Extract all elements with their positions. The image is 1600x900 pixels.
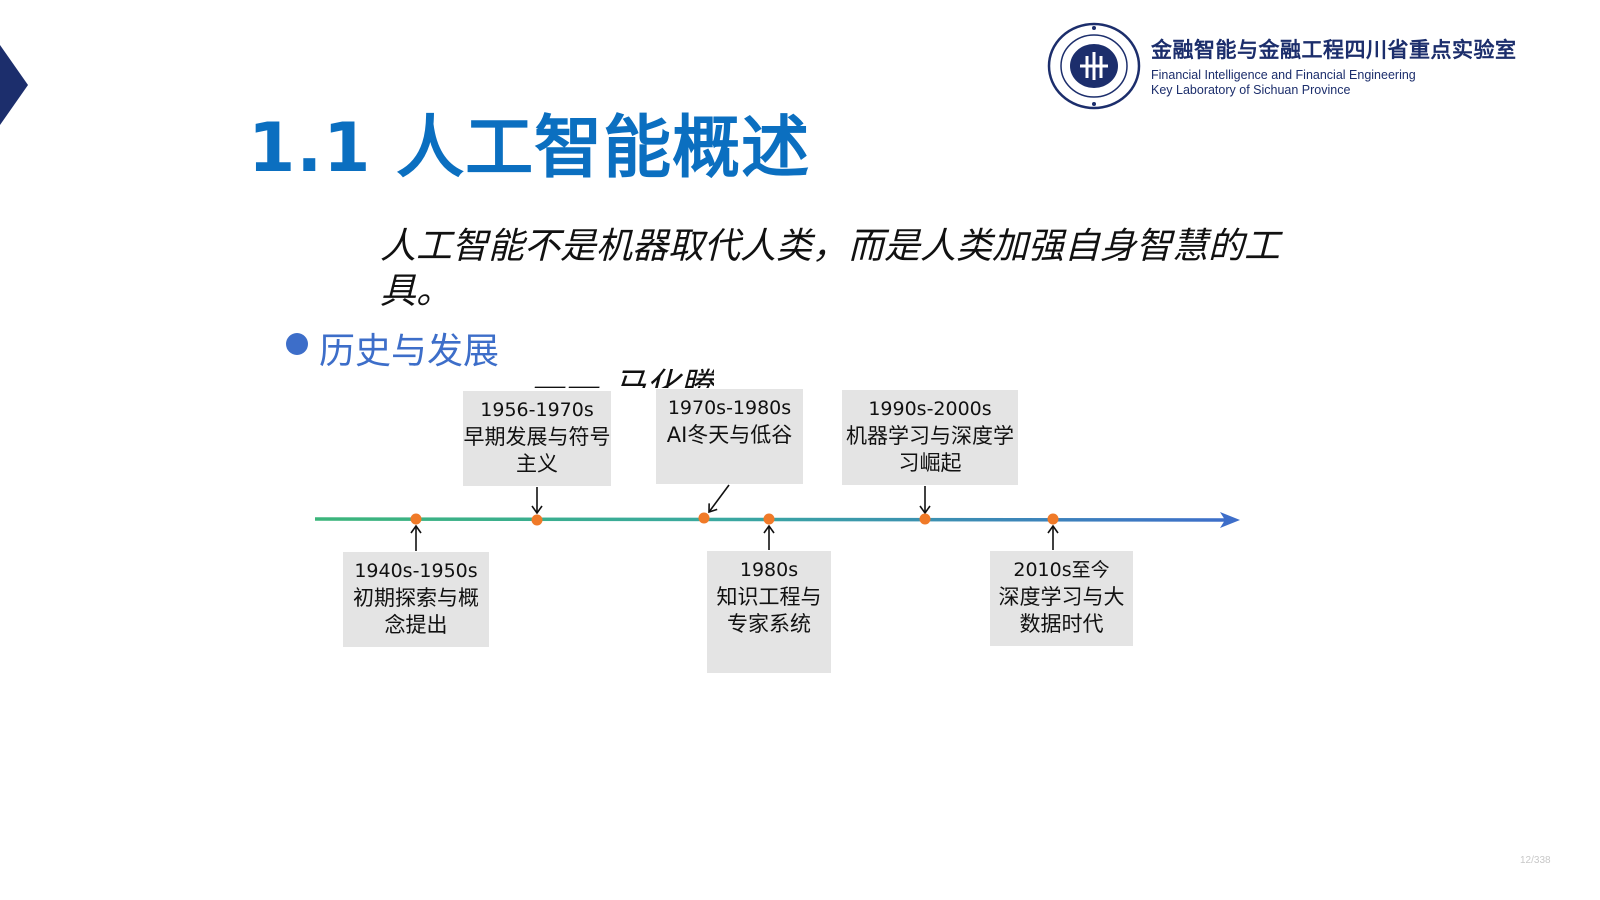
slide-title: 1.1 人工智能概述 [248,109,811,188]
bullet-dot-icon [286,333,308,355]
event-description: 知识工程与专家系统 [716,585,822,636]
timeline-pointer-arrowhead-icon [919,505,931,515]
timeline-marker-dot [1047,513,1059,525]
timeline-event-1970s: 1970s-1980s AI冬天与低谷 [656,389,803,484]
event-years: 1970s-1980s [667,397,792,419]
event-description: 初期探索与概念提出 [353,586,479,637]
lab-name-english-line1: Financial Intelligence and Financial Eng… [1151,68,1416,82]
lab-name-english: Financial Intelligence and Financial Eng… [1151,68,1416,98]
event-years: 1990s-2000s [868,398,992,420]
quote-text: 人工智能不是机器取代人类，而是人类加强自身智慧的工具。 [380,226,1281,312]
event-years: 1956-1970s [480,399,594,421]
section-bullet: 历史与发展 [319,331,500,372]
event-description: 深度学习与大数据时代 [998,585,1125,636]
quote-author: —— 马化腾 [533,366,714,388]
timeline-event-1990s: 1990s-2000s 机器学习与深度学习崛起 [842,390,1018,485]
timeline-event-2010s: 2010s至今 深度学习与大数据时代 [990,551,1133,646]
timeline-marker-dot [919,513,931,525]
timeline-pointer-arrow-icon [708,484,730,513]
event-description: AI冬天与低谷 [666,423,793,447]
timeline-pointer-arrowhead-icon [1047,524,1059,534]
timeline-marker-dot [698,512,710,524]
lab-name-english-line2: Key Laboratory of Sichuan Province [1151,83,1351,97]
timeline-marker-dot [531,514,543,526]
timeline-marker-dot [763,513,775,525]
timeline-event-1956: 1956-1970s 早期发展与符号主义 [463,391,611,486]
timeline-pointer-arrowhead-icon [410,524,422,534]
timeline-pointer-arrowhead-icon [531,505,543,515]
lab-logo: 金融智能与金融工程四川省重点实验室 Financial Intelligence… [1047,22,1600,112]
timeline-arrowhead-icon [1220,512,1240,528]
timeline-marker-dot [410,513,422,525]
corner-arrow-decoration [0,45,28,125]
event-description: 早期发展与符号主义 [463,425,611,476]
lab-name-chinese: 金融智能与金融工程四川省重点实验室 [1151,38,1517,62]
university-seal-icon [1047,22,1141,110]
event-description: 机器学习与深度学习崛起 [846,424,1014,475]
timeline-pointer-arrowhead-icon [708,503,718,514]
page-number: 12/338 [1520,855,1551,866]
timeline-event-1940s: 1940s-1950s 初期探索与概念提出 [343,552,489,647]
event-years: 2010s至今 [1013,559,1110,581]
event-years: 1940s-1950s [354,560,478,582]
event-years: 1980s [739,559,799,581]
timeline-pointer-arrowhead-icon [763,524,775,534]
timeline-event-1980s: 1980s 知识工程与专家系统 [707,551,831,673]
